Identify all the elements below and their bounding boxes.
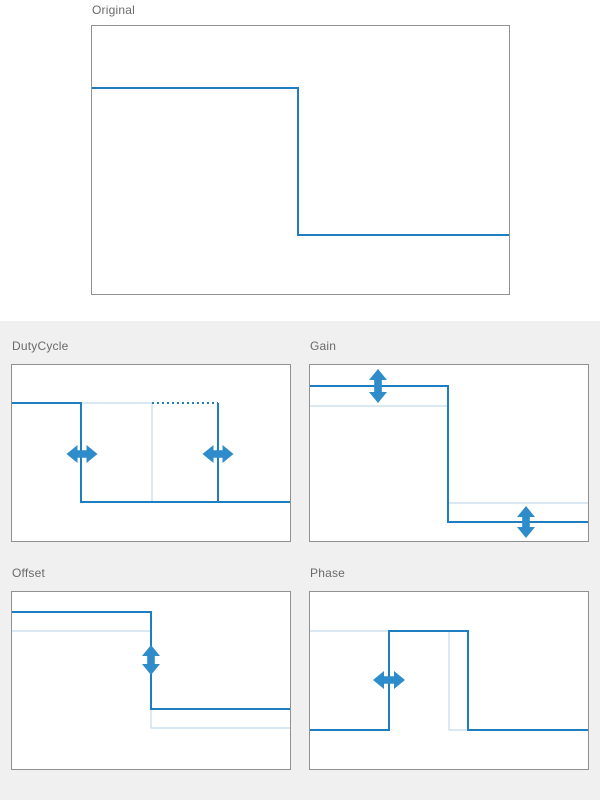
phase-waveform-box xyxy=(309,591,589,770)
dutycycle-waveform-svg xyxy=(12,402,290,503)
original-waveform-svg xyxy=(92,87,509,236)
original-waveform-box xyxy=(91,25,510,295)
horizontal-double-arrow-icon xyxy=(202,445,234,463)
gain-waveform-svg xyxy=(310,369,588,538)
waveform-reference-line xyxy=(310,630,588,731)
vertical-double-arrow-icon xyxy=(369,369,387,403)
vertical-double-arrow-icon xyxy=(142,645,160,675)
horizontal-double-arrow-icon xyxy=(373,671,405,689)
original-label: Original xyxy=(92,3,135,17)
waveform-solid-line xyxy=(310,630,588,731)
offset-waveform-svg xyxy=(12,611,290,729)
gain-label: Gain xyxy=(310,339,337,353)
phase-waveform-svg xyxy=(310,630,588,731)
dutycycle-waveform-box xyxy=(11,364,291,542)
vertical-double-arrow-icon xyxy=(517,506,535,538)
horizontal-double-arrow-icon xyxy=(66,445,98,463)
offset-waveform-box xyxy=(11,591,291,770)
dutycycle-label: DutyCycle xyxy=(12,339,69,353)
gain-waveform-box xyxy=(309,364,589,542)
waveform-solid-line xyxy=(12,402,290,503)
waveform-solid-line xyxy=(92,87,509,236)
phase-label: Phase xyxy=(310,566,346,580)
offset-label: Offset xyxy=(12,566,45,580)
